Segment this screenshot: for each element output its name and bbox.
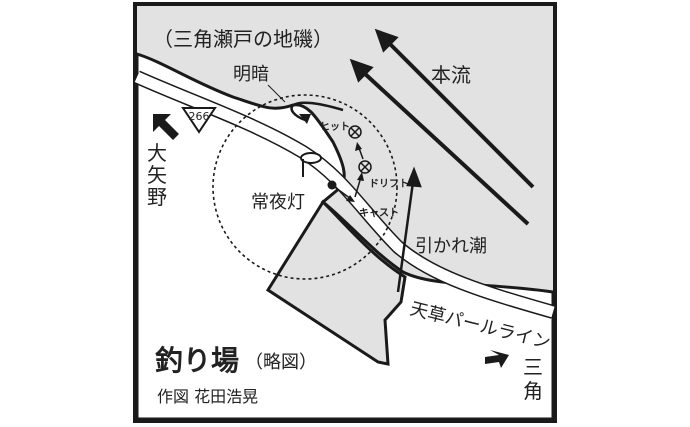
drift-label: ドリフト — [369, 178, 409, 190]
to-oyano-label: 大 矢 野 — [147, 141, 167, 209]
map-title: 釣り場 — [155, 344, 239, 377]
rocky-shore — [265, 199, 407, 366]
ebb-tide-label: 引かれ潮 — [415, 236, 487, 257]
light-dark-label: 明暗 — [233, 64, 269, 85]
drift-point-icon — [358, 160, 372, 174]
map-title-sub: （略図） — [245, 352, 317, 373]
route-266-sign: 266 — [181, 107, 217, 134]
map-credit: 作図 花田浩晃 — [157, 387, 258, 406]
to-misumi-label: 三 角 — [523, 355, 543, 403]
svg-text:大: 大 — [147, 141, 167, 165]
fishing-range-circle — [212, 94, 398, 280]
light-dark-arrow — [290, 101, 344, 122]
streetlight-label: 常夜灯 — [251, 192, 305, 213]
streetlight-icon — [300, 152, 322, 177]
svg-text:角: 角 — [523, 379, 543, 403]
ebb-tide-arrow — [396, 166, 422, 293]
svg-text:野: 野 — [147, 185, 167, 209]
current-label: 本流 — [431, 63, 471, 87]
hit-label: ヒット — [320, 121, 350, 133]
cast-label: キャスト — [359, 207, 399, 219]
svg-text:三: 三 — [523, 355, 543, 379]
arrow-to-misumi-icon — [485, 350, 509, 368]
arrow-to-oyano-icon — [153, 114, 179, 140]
fishing-spot-map: 266 （三角瀬戸の地磯） 本流 明暗 ヒット ドリフト キャスト 常夜灯 引か… — [133, 2, 557, 423]
area-label: （三角瀬戸の地磯） — [153, 27, 333, 51]
svg-text:266: 266 — [189, 110, 210, 123]
hit-point-icon — [348, 125, 362, 139]
svg-text:矢: 矢 — [147, 163, 167, 187]
current-arrows — [349, 28, 535, 226]
